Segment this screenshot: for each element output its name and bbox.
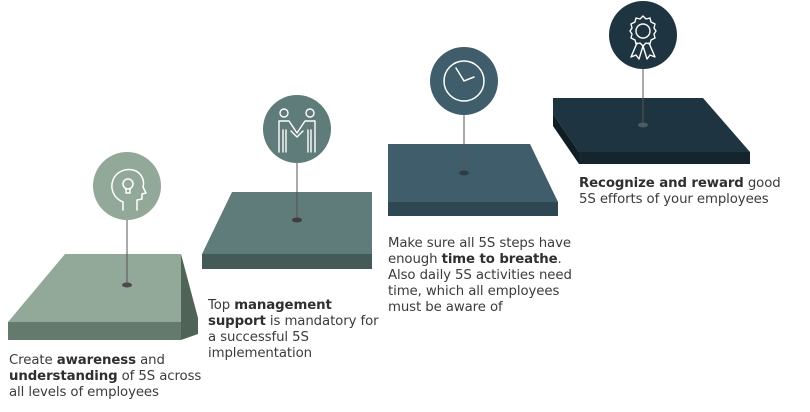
step-4-caption: Recognize and reward good 5S efforts of … [579,176,781,207]
clock-icon [443,60,485,102]
step-2-caption: Top management support is mandatory for … [208,298,379,361]
step-2-platform [202,192,372,269]
step-1-badge [93,152,161,220]
step-2-connector [292,163,302,223]
step-3-caption: Make sure all 5S steps have enough time … [388,236,572,315]
handshake-people-icon [278,108,316,153]
step-4-badge [609,1,677,69]
step-4-connector [638,68,648,128]
step-2-badge [263,95,331,163]
step-3-connector [459,113,469,176]
step-4-platform [553,98,750,164]
step-3-platform [388,144,558,216]
head-lightbulb-icon [111,168,147,211]
step-1-connector [122,212,132,288]
award-ribbon-icon [629,15,657,60]
step-1-caption: Create awareness and understanding of 5S… [9,353,202,400]
step-1-platform [8,254,198,340]
